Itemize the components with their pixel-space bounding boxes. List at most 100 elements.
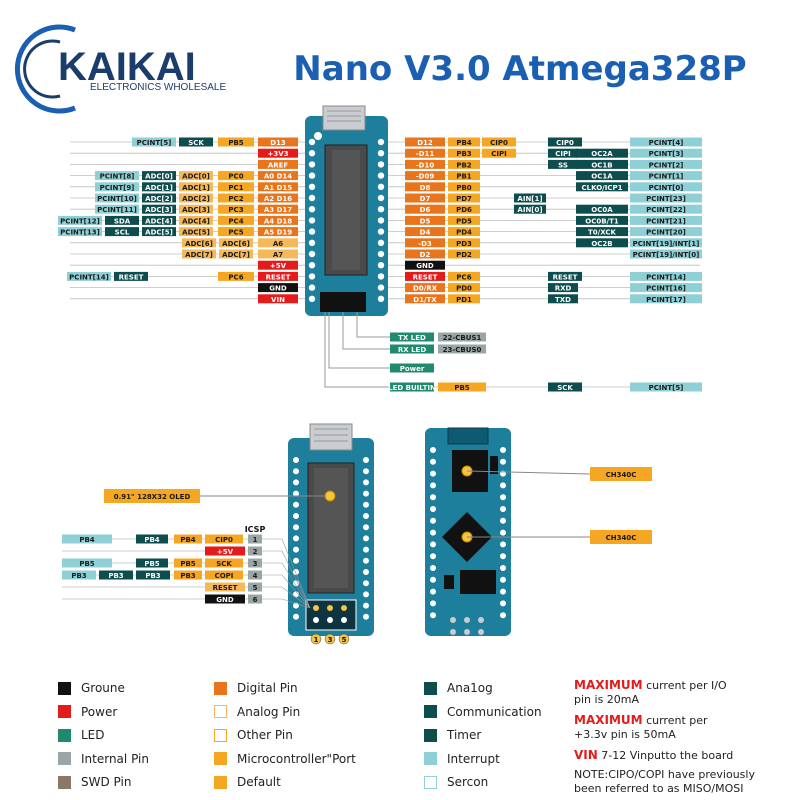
function-tag-label: ADC[1]: [182, 184, 210, 192]
pin-label-label: D13: [270, 139, 286, 147]
function-tag-label: SDA: [114, 217, 131, 225]
pin-hole-icon: [363, 535, 369, 542]
icsp-pin-number-label: 5: [253, 584, 258, 592]
legend-label: SWD Pin: [81, 775, 132, 789]
port-label-label: PB4: [456, 139, 471, 147]
legend-swatch: [424, 681, 437, 695]
cbus-label: 22-CBUS1: [438, 332, 486, 342]
pin-label-label: D12: [417, 139, 433, 147]
port-label: PB0: [448, 182, 480, 192]
pin-label-label: A2 D16: [264, 195, 292, 203]
pin-hole-icon: [308, 161, 316, 168]
function-tag: PCINT[5]: [630, 382, 702, 392]
function-tag-label: AIN[0]: [517, 206, 542, 214]
pin-hole-icon: [500, 482, 506, 489]
function-tag-label: PCINT[9]: [100, 184, 135, 192]
header-pin-icon: [341, 617, 347, 623]
logo-arc-icon: [14, 24, 76, 114]
function-tag: PCINT[11]: [95, 204, 139, 214]
function-tag: PCINT[16]: [630, 283, 702, 293]
pin-hole-icon: [430, 553, 436, 560]
pin-hole-icon: [500, 600, 506, 607]
function-tag-label: COPI: [215, 572, 234, 580]
function-tag-label: PB5: [79, 560, 94, 568]
pin-label-label: GND: [269, 285, 287, 293]
function-tag-label: PCINT[21]: [646, 217, 686, 225]
usb-port: [447, 427, 489, 445]
function-tag: CIP0: [205, 534, 243, 544]
pin-label: +5V: [258, 260, 298, 270]
function-tag-label: ADC[7]: [222, 251, 250, 259]
pin-label: D1/TX: [405, 294, 445, 304]
pin-hole-icon: [430, 458, 436, 465]
legend-label: Digital Pin: [237, 681, 298, 695]
pin-label-label: VIN: [271, 296, 285, 304]
port-label: PC0: [218, 171, 254, 181]
pin-hole-icon: [500, 506, 506, 512]
port-label-label: PC2: [228, 195, 243, 203]
pin-label-label: A4 D18: [264, 217, 292, 225]
function-tag: OC2A: [576, 148, 628, 158]
legend-swatch: [58, 752, 71, 765]
port-label-label: PD3: [456, 240, 472, 248]
function-tag: ADC[7]: [219, 249, 253, 259]
pin-label-label: D2: [420, 251, 431, 259]
left-pin-row: +3V3: [70, 148, 305, 158]
function-tag: ADC[7]: [182, 249, 216, 259]
pin-hole-icon: [500, 612, 506, 619]
function-tag: OC1A: [576, 171, 628, 181]
header-number: 3: [328, 636, 333, 644]
pin-label: A0 D14: [258, 171, 298, 181]
pin-label-label: A7: [273, 251, 283, 259]
header-pin-icon: [341, 605, 347, 611]
legend-label: Groune: [81, 681, 125, 695]
port-label: PB5: [438, 382, 486, 392]
function-tag-label: PCINT[4]: [649, 139, 684, 147]
pin-label: AREF: [258, 159, 298, 169]
pin-hole-icon: [308, 172, 316, 179]
port-label-label: PD4: [456, 229, 472, 237]
chip-label-label: CH340C: [606, 534, 637, 542]
pin-label: D0/RX: [405, 283, 445, 293]
pin-label: D4: [405, 227, 445, 237]
function-tag-label: OC1B: [591, 161, 612, 169]
header-number-badge: [310, 633, 322, 645]
pin-label-label: D8: [420, 184, 431, 192]
function-tag-label: PB4: [79, 536, 94, 544]
function-tag-label: CIP0: [556, 139, 574, 147]
icsp-pin-number-label: 1: [253, 536, 258, 544]
function-tag-label: PB5: [180, 560, 195, 568]
pin-label-label: D4: [420, 229, 431, 237]
function-tag: GND: [205, 594, 245, 604]
function-tag-label: RESET: [213, 584, 238, 592]
function-tag: ADC[3]: [142, 204, 176, 214]
legend-swatch: [214, 775, 227, 789]
icsp-pin-number: 5: [248, 582, 262, 592]
pad-icon: [464, 629, 470, 635]
legend-item: Microcontroller"Port: [214, 750, 356, 768]
chip-label: CH340C: [590, 467, 652, 481]
port-label: PD5: [448, 215, 480, 225]
function-tag: RESET: [548, 271, 582, 281]
function-tag-label: RESET: [553, 273, 578, 281]
pin-hole-icon: [363, 513, 369, 519]
legend-swatch: [214, 728, 227, 742]
port-label: PD4: [448, 227, 480, 237]
pin-hole-icon: [500, 447, 506, 453]
function-tag: PCINT[10]: [95, 193, 139, 203]
icsp-pin-number: 1: [248, 534, 262, 544]
function-tag: SCK: [205, 558, 243, 568]
pin-label: RESET: [258, 271, 298, 281]
led-label: Power: [390, 363, 434, 373]
legend-label: Internal Pin: [81, 751, 149, 766]
pin-hole-icon: [377, 239, 385, 246]
function-tag: PCINT[12]: [58, 215, 102, 225]
function-tag-label: PCINT[23]: [646, 195, 686, 203]
function-tag-label: PCINT[17]: [646, 296, 686, 304]
